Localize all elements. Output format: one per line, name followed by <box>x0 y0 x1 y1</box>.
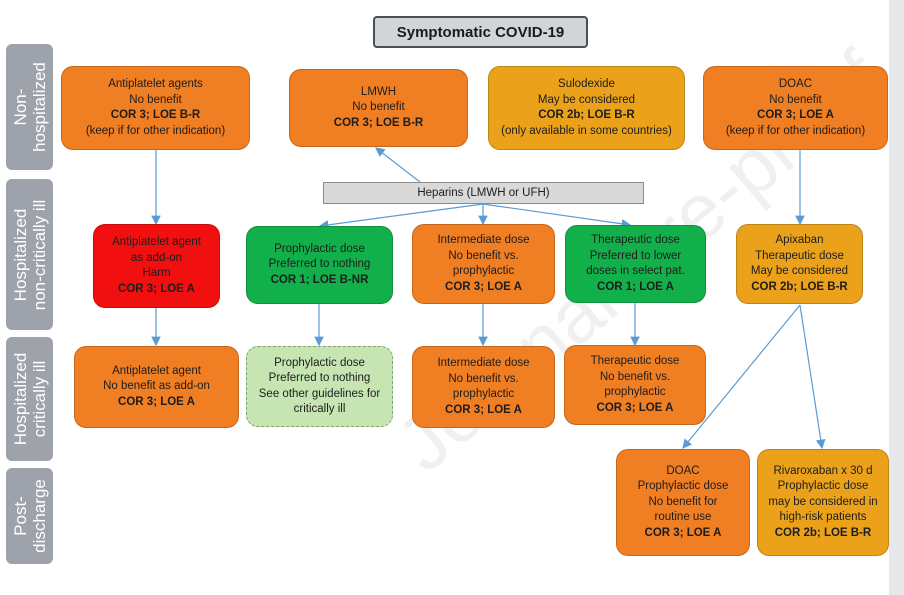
box-line: Prophylactic dose <box>637 480 729 493</box>
box-line: LMWH <box>360 85 397 98</box>
row-label-line: Non- <box>10 88 30 126</box>
box-line: No benefit vs. <box>599 370 671 383</box>
box-line: No benefit vs. <box>448 249 519 262</box>
antiplatelet-crit-box: Antiplatelet agent No benefit as add-on … <box>74 346 239 428</box>
row-label-line: hospitalized <box>29 62 49 152</box>
box-line: No benefit <box>769 93 822 106</box>
box-line: May be considered <box>537 93 636 106</box>
doac-nonhosp-box: DOAC No benefit COR 3; LOE A (keep if fo… <box>703 66 888 150</box>
box-line: Prophylactic dose <box>274 242 365 255</box>
therapeutic-noncrit-box: Therapeutic dose Preferred to lower dose… <box>565 225 706 303</box>
box-line: critically ill <box>293 403 346 415</box>
box-recommendation: COR 3; LOE A <box>596 401 674 414</box>
box-line: Prophylactic dose <box>777 480 869 493</box>
arrow-apixaban-to-rivaroxaban <box>799 304 826 450</box>
arrow-heparins-to-lmwh <box>375 147 421 183</box>
box-line: Sulodexide <box>558 78 615 90</box>
box-line: may be considered in <box>768 495 878 508</box>
box-recommendation: COR 2b; LOE B-R <box>774 526 872 539</box>
antiplatelet-nonhosp-box: Antiplatelet agents No benefit COR 3; LO… <box>61 66 250 150</box>
box-line: Apixaban <box>775 234 824 246</box>
box-line: No benefit <box>129 93 182 106</box>
box-line: Preferred to nothing <box>268 258 371 271</box>
box-recommendation: COR 1; LOE B-NR <box>270 273 369 286</box>
therapeutic-crit-box: Therapeutic dose No benefit vs. prophyla… <box>564 345 706 425</box>
box-recommendation: COR 3; LOE A <box>445 403 522 416</box>
rivaroxaban-post-box: Rivaroxaban x 30 d Prophylactic dose may… <box>757 449 889 556</box>
box-line: Preferred to nothing <box>268 372 371 384</box>
intermediate-crit-box: Intermediate dose No benefit vs. prophyl… <box>412 346 555 428</box>
box-recommendation: COR 3; LOE A <box>445 280 522 293</box>
box-line: DOAC <box>778 78 813 90</box>
arrow-apixaban-to-doac-post <box>682 304 801 449</box>
box-line: Therapeutic dose <box>590 355 680 367</box>
lmwh-nonhosp-box: LMWH No benefit COR 3; LOE B-R <box>289 69 468 147</box>
box-recommendation: COR 3; LOE B-R <box>110 109 201 121</box>
box-recommendation: COR 2b; LOE B-R <box>751 280 848 293</box>
diagram-title: Symptomatic COVID-19 <box>373 16 588 48</box>
sulodexide-nonhosp-box: Sulodexide May be considered COR 2b; LOE… <box>488 66 685 150</box>
box-recommendation: COR 3; LOE A <box>644 526 722 539</box>
heparins-bar: Heparins (LMWH or UFH) <box>323 182 644 204</box>
box-line: See other guidelines for <box>258 387 381 400</box>
intermediate-noncrit-box: Intermediate dose No benefit vs. prophyl… <box>412 224 555 304</box>
row-label-line: Hospitalized <box>10 352 30 446</box>
row-label-line: discharge <box>29 479 49 553</box>
doac-post-box: DOAC Prophylactic dose No benefit for ro… <box>616 449 750 556</box>
row-label-hospitalized-critically-ill: Hospitalized critically ill <box>6 337 53 461</box>
prophylactic-noncrit-box: Prophylactic dose Preferred to nothing C… <box>246 226 393 304</box>
box-line: No benefit for <box>648 495 718 508</box>
box-line: Therapeutic dose <box>591 234 680 246</box>
box-line: prophylactic <box>452 388 515 400</box>
row-label-line: Post- <box>10 496 30 536</box>
box-line: high-risk patients <box>779 511 867 524</box>
box-line: (keep if for other indication) <box>725 124 866 137</box>
antiplatelet-noncrit-box: Antiplatelet agent as add-on Harm COR 3;… <box>93 224 220 308</box>
box-line: Prophylactic dose <box>274 356 365 369</box>
box-line: Antiplatelet agent <box>112 364 201 377</box>
box-line: Antiplatelet agent <box>112 236 201 248</box>
box-line: No benefit <box>352 101 405 114</box>
row-label-hospitalized-non-critically-ill: Hospitalized non-critically ill <box>6 179 53 330</box>
box-line: doses in select pat. <box>586 265 685 277</box>
prophylactic-crit-box: Prophylactic dose Preferred to nothing S… <box>246 346 393 427</box>
box-line: Antiplatelet agents <box>108 78 203 90</box>
box-line: routine use <box>654 511 712 524</box>
box-recommendation: COR 3; LOE B-R <box>333 116 424 129</box>
box-line: prophylactic <box>452 265 515 277</box>
box-line: (keep if for other indication) <box>85 124 226 137</box>
box-line: Intermediate dose <box>437 357 530 369</box>
box-line: as add-on <box>130 251 183 264</box>
box-line: prophylactic <box>604 386 666 398</box>
row-label-line: critically ill <box>29 360 49 438</box>
row-label-post-discharge: Post- discharge <box>6 468 53 564</box>
arrow-heparins-to-prophylactic <box>318 203 484 230</box>
box-line: Preferred to lower <box>589 249 682 262</box>
box-line: No benefit vs. <box>448 372 519 385</box>
box-line: Therapeutic dose <box>755 249 844 262</box>
row-label-line: non-critically ill <box>29 199 49 310</box>
arrow-heparins-to-therapeutic <box>482 203 632 229</box>
box-line: DOAC <box>666 464 700 477</box>
box-line: Intermediate dose <box>437 234 530 246</box>
box-line: Harm <box>142 267 171 279</box>
box-recommendation: COR 1; LOE A <box>597 280 674 293</box>
box-recommendation: COR 2b; LOE B-R <box>538 109 635 121</box>
apixaban-noncrit-box: Apixaban Therapeutic dose May be conside… <box>736 224 863 304</box>
box-line: May be considered <box>750 265 849 277</box>
box-line: (only available in some countries) <box>501 124 672 137</box>
right-margin-panel <box>889 0 904 595</box>
box-line: No benefit as add-on <box>103 380 210 393</box>
box-line: Rivaroxaban x 30 d <box>773 464 873 477</box>
row-label-non-hospitalized: Non- hospitalized <box>6 44 53 170</box>
row-label-line: Hospitalized <box>10 208 30 301</box>
box-recommendation: COR 3; LOE A <box>757 109 834 121</box>
box-recommendation: COR 3; LOE A <box>118 395 195 408</box>
box-recommendation: COR 3; LOE A <box>118 282 195 295</box>
